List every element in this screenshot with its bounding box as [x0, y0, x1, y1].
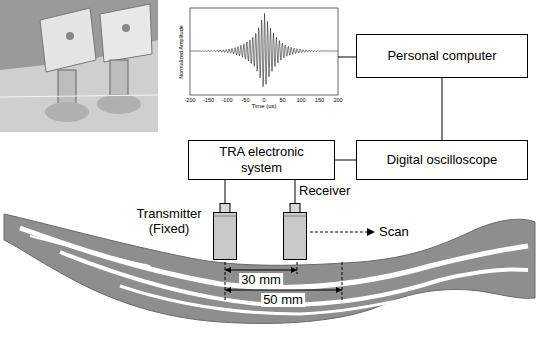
process-box: TRA electronic system [188, 140, 335, 180]
transducer-case [284, 213, 307, 260]
dimension-line [225, 290, 342, 291]
transducer-body [283, 203, 307, 260]
bolt [122, 24, 130, 32]
dimension-extension [297, 262, 298, 274]
dimension-arrow [336, 287, 342, 293]
axis-label: 150 [315, 97, 324, 103]
connector-line [225, 180, 226, 203]
bolt [66, 32, 74, 40]
axis-label: Time (us) [251, 103, 276, 110]
dimension-label: 30 mm [239, 273, 283, 287]
dimension-extension [342, 262, 343, 302]
axis-label: -150 [203, 97, 214, 103]
dimension-extension [225, 262, 226, 302]
axis-label: 200 [333, 97, 342, 103]
connector [225, 180, 226, 203]
plot-wire [338, 57, 356, 58]
dimension-arrow [225, 287, 231, 293]
transducer-label: Receiver [299, 184, 359, 199]
axis-label: Normalized Amplitude [178, 25, 184, 79]
connector [335, 160, 356, 161]
bone-outline [4, 214, 535, 323]
process-box: Personal computer [356, 34, 528, 78]
dimension-line [225, 270, 297, 271]
photo-line [0, 95, 158, 97]
plot-frame [190, 8, 338, 95]
connector-line [442, 78, 443, 140]
transducer: Receiver [283, 203, 307, 260]
axis-label: -50 [242, 97, 250, 103]
bracket [40, 8, 96, 72]
connector-cap [290, 204, 300, 213]
cavity [120, 286, 420, 314]
bracket [100, 4, 152, 62]
scan-label: Scan [379, 225, 409, 239]
box-label: TRA electronic system [218, 144, 305, 175]
transducer-case [214, 213, 237, 260]
transducer-band [214, 216, 237, 217]
connector-cap [220, 204, 230, 213]
axis-label: 100 [296, 97, 305, 103]
cavity [30, 236, 150, 266]
box-label: Personal computer [387, 48, 496, 64]
waveform [190, 13, 338, 86]
signal-plot [190, 8, 338, 95]
dimension-label: 50 mm [261, 293, 305, 307]
transducer-body [213, 203, 237, 260]
dimension-arrow [225, 267, 231, 273]
connector-line [295, 180, 296, 203]
connector [295, 180, 296, 203]
gel [97, 94, 141, 114]
transducer-label: Transmitter (Fixed) [130, 207, 208, 237]
axis-label: 50 [279, 97, 285, 103]
photo [0, 0, 158, 132]
axis-label: -100 [221, 97, 232, 103]
scan-arrow [310, 232, 368, 233]
photo-ground [0, 0, 158, 132]
transducer-band [284, 216, 307, 217]
gel [45, 102, 89, 122]
dimension-arrow [291, 267, 297, 273]
probe-photo [58, 70, 76, 104]
bone [4, 214, 535, 323]
box-label: Digital oscilloscope [387, 152, 498, 168]
axis-label: 0 [262, 97, 265, 103]
process-box: Digital oscilloscope [356, 140, 528, 180]
scan-arrowhead [367, 228, 375, 236]
probe-photo [110, 60, 128, 96]
connector [442, 78, 443, 140]
transducer: Transmitter (Fixed) [213, 203, 237, 260]
axis-label: -200 [184, 97, 195, 103]
connector-line [335, 160, 356, 161]
